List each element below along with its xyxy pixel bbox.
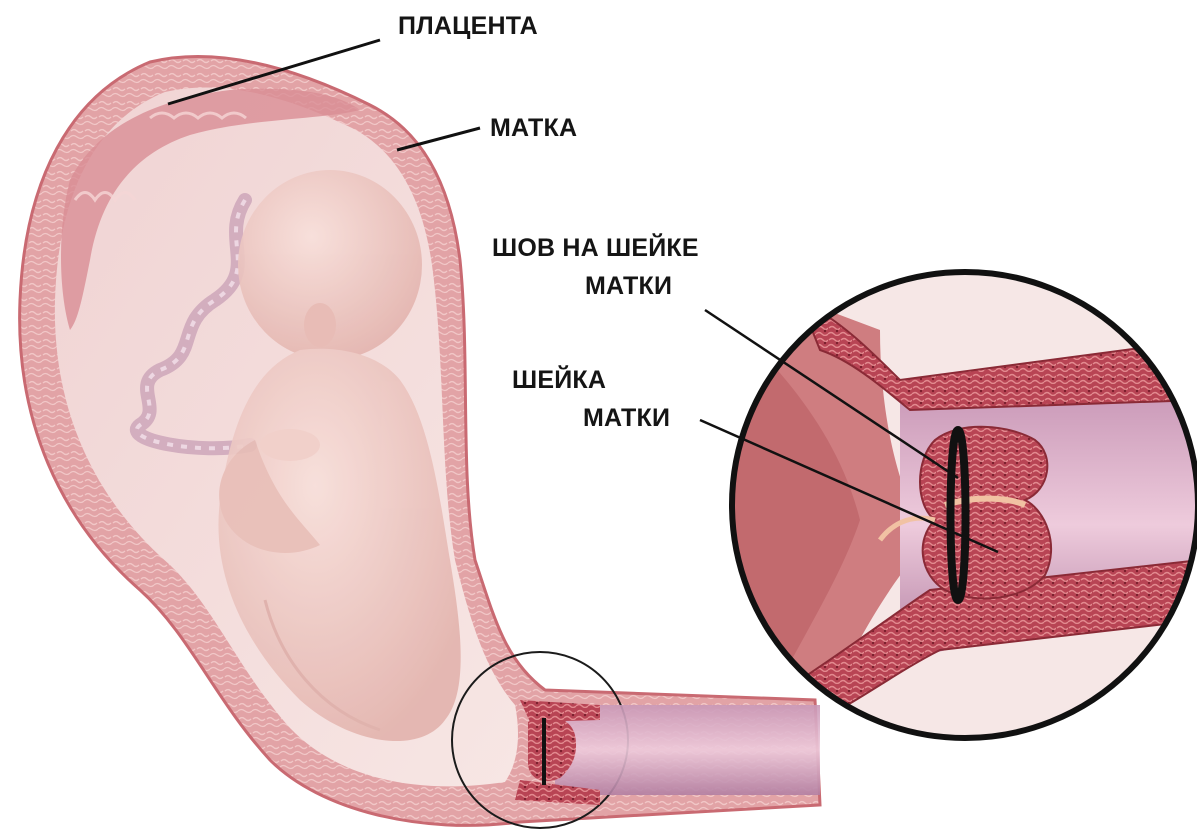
label-uterus: МАТКА — [490, 114, 577, 142]
zoom-cervix — [920, 427, 1051, 599]
label-placenta: ПЛАЦЕНТА — [398, 12, 538, 40]
label-cervix-line1: ШЕЙКА — [512, 366, 606, 394]
label-suture-line2: МАТКИ — [585, 272, 672, 300]
label-cervix-line2: МАТКИ — [583, 404, 670, 432]
zoom-inset — [720, 270, 1197, 760]
label-suture-line1: ШОВ НА ШЕЙКЕ — [492, 234, 699, 262]
